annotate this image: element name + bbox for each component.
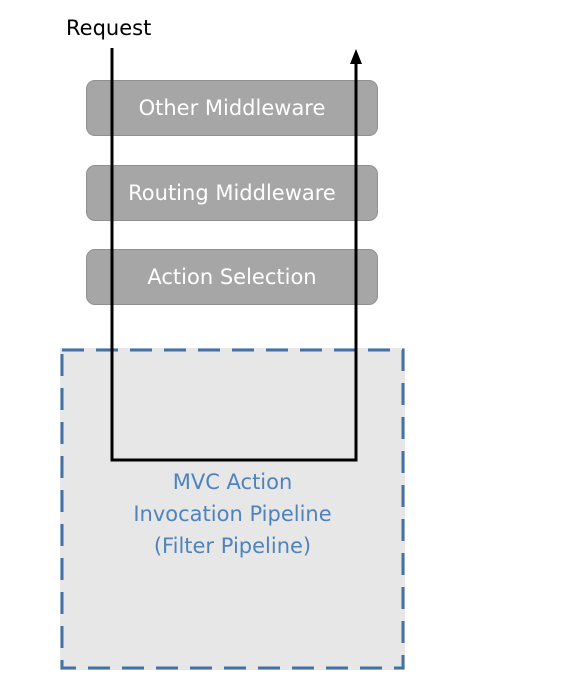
- pipeline-label-line-2: Invocation Pipeline: [133, 502, 332, 526]
- action-selection-box: Action Selection: [86, 249, 378, 305]
- filter-pipeline-label: MVC Action Invocation Pipeline (Filter P…: [60, 466, 405, 562]
- pipeline-label-line-3: (Filter Pipeline): [153, 534, 312, 558]
- request-flow-arrow: [110, 48, 358, 462]
- arrow-head-icon: [350, 49, 362, 64]
- routing-middleware-box: Routing Middleware: [86, 165, 378, 221]
- filter-pipeline-region: [60, 348, 405, 670]
- pipeline-label-line-1: MVC Action: [172, 470, 293, 494]
- pipeline-dashed-border: [60, 348, 405, 670]
- other-middleware-box: Other Middleware: [86, 80, 378, 136]
- request-label: Request: [66, 16, 152, 40]
